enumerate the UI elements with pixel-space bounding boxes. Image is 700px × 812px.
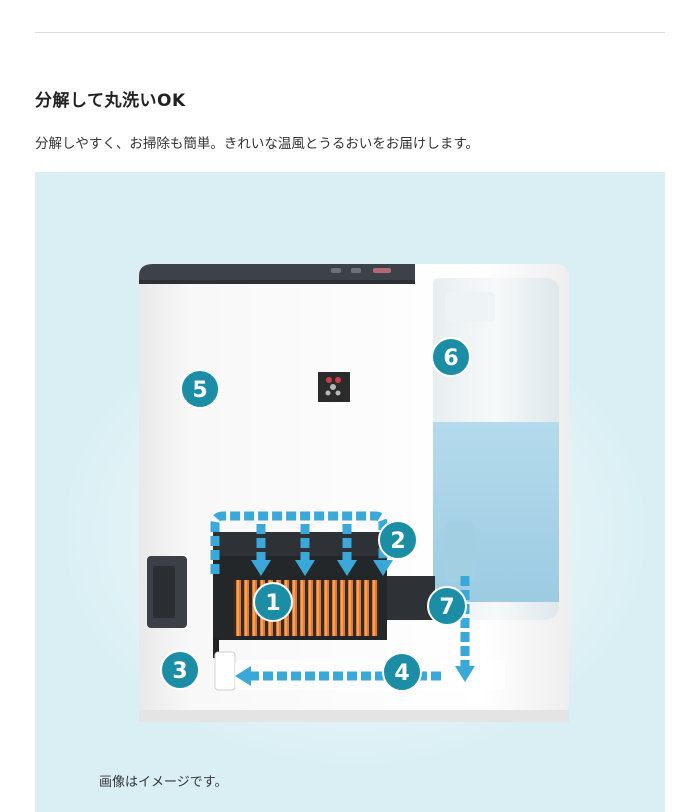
svg-text:5: 5 [192,378,207,403]
callout-4: 4 [382,652,422,692]
control-button-icon [351,268,361,273]
product-figure: 1 2 3 4 5 6 7 画像はイメージです。 [35,172,665,812]
section-title: 分解して丸洗いOK [35,91,186,111]
control-button-icon [331,268,341,273]
callout-5: 5 [180,369,220,409]
svg-text:4: 4 [394,661,409,686]
svg-text:1: 1 [265,591,280,616]
svg-text:7: 7 [439,595,454,620]
callout-7: 7 [427,586,467,626]
section-description: 分解しやすく、お掃除も簡単。きれいな温風とうるおいをお届けします。 [35,136,480,152]
callout-1: 1 [253,582,293,622]
filter-part [214,651,236,691]
airflow-path-top [210,511,388,574]
svg-text:6: 6 [443,346,458,371]
control-button-icon [373,268,391,273]
callout-3: 3 [160,650,200,690]
heater-illustration: 1 2 3 4 5 6 7 [55,264,655,772]
svg-text:2: 2 [390,529,405,554]
plasmacluster-logo-icon [318,372,350,402]
callout-6: 6 [431,337,471,377]
arrowheads [235,560,475,686]
heater-cartridge [213,532,435,658]
image-caption: 画像はイメージです。 [99,775,228,790]
water-tank [433,278,559,620]
top-divider [35,32,665,33]
svg-text:3: 3 [172,659,187,684]
callout-2: 2 [378,520,418,560]
